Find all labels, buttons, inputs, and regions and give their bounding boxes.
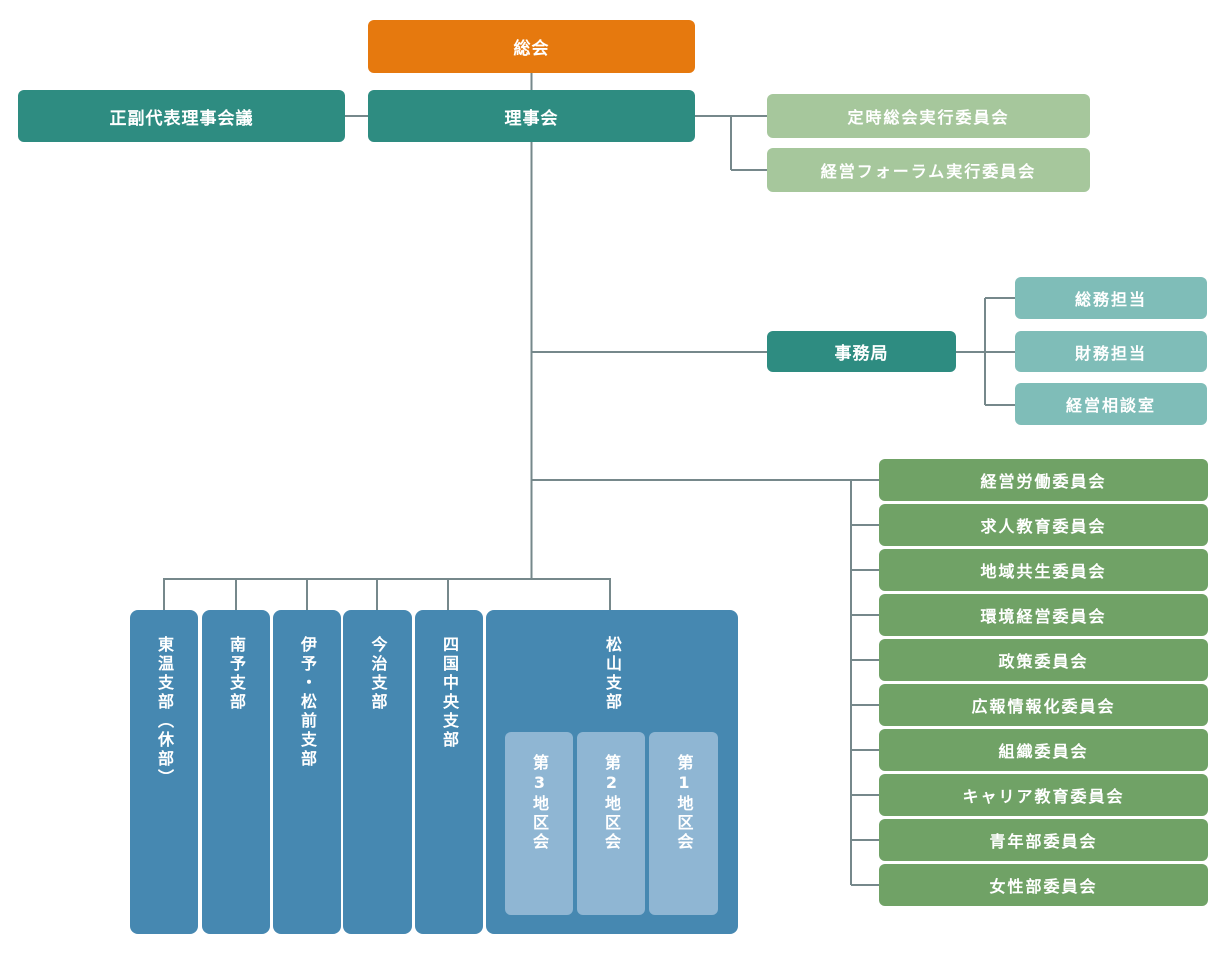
node-general-assembly: 総会 bbox=[368, 20, 695, 73]
branch-matsuyama-label: 松山支部 bbox=[603, 636, 622, 712]
branch-item-shikokuchuo: 四国中央支部 bbox=[415, 610, 483, 934]
committee-item-environmental-management: 環境経営委員会 bbox=[879, 594, 1208, 636]
committee-item-community-coexistence: 地域共生委員会 bbox=[879, 549, 1208, 591]
node-general-assembly-label: 総会 bbox=[513, 39, 550, 59]
branch-item-toon: 東温支部（休部） bbox=[130, 610, 198, 934]
node-dept-general-affairs: 総務担当 bbox=[1015, 277, 1207, 319]
node-secretariat: 事務局 bbox=[767, 331, 956, 372]
district-item-1: 第1地区会 bbox=[649, 732, 718, 915]
district-item-2: 第2地区会 bbox=[577, 732, 645, 915]
node-dept-management-consultation: 経営相談室 bbox=[1015, 383, 1207, 425]
committee-item-career-education: キャリア教育委員会 bbox=[879, 774, 1208, 816]
node-board-label: 理事会 bbox=[504, 108, 559, 129]
branch-item-nanyo: 南予支部 bbox=[202, 610, 270, 934]
node-rep-directors-meeting-label: 正副代表理事会議 bbox=[109, 108, 254, 129]
node-board: 理事会 bbox=[368, 90, 695, 142]
committee-item-youth: 青年部委員会 bbox=[879, 819, 1208, 861]
committee-item-women: 女性部委員会 bbox=[879, 864, 1208, 906]
committee-item-pr-informatization: 広報情報化委員会 bbox=[879, 684, 1208, 726]
node-exec-committee-general-meeting: 定時総会実行委員会 bbox=[767, 94, 1090, 138]
committee-item-management-labor: 経営労働委員会 bbox=[879, 459, 1208, 501]
committee-item-policy: 政策委員会 bbox=[879, 639, 1208, 681]
branch-item-iyo-masaki: 伊予・松前支部 bbox=[273, 610, 341, 934]
node-dept-finance: 財務担当 bbox=[1015, 331, 1207, 372]
committee-item-recruit-education: 求人教育委員会 bbox=[879, 504, 1208, 546]
branch-item-imabari: 今治支部 bbox=[343, 610, 412, 934]
node-exec-committee-management-forum: 経営フォーラム実行委員会 bbox=[767, 148, 1090, 192]
node-rep-directors-meeting: 正副代表理事会議 bbox=[18, 90, 345, 142]
committee-item-organization: 組織委員会 bbox=[879, 729, 1208, 771]
branch-item-matsuyama: 松山支部 第3地区会 第2地区会 第1地区会 bbox=[486, 610, 738, 934]
node-secretariat-label: 事務局 bbox=[834, 344, 889, 364]
district-item-3: 第3地区会 bbox=[505, 732, 573, 915]
